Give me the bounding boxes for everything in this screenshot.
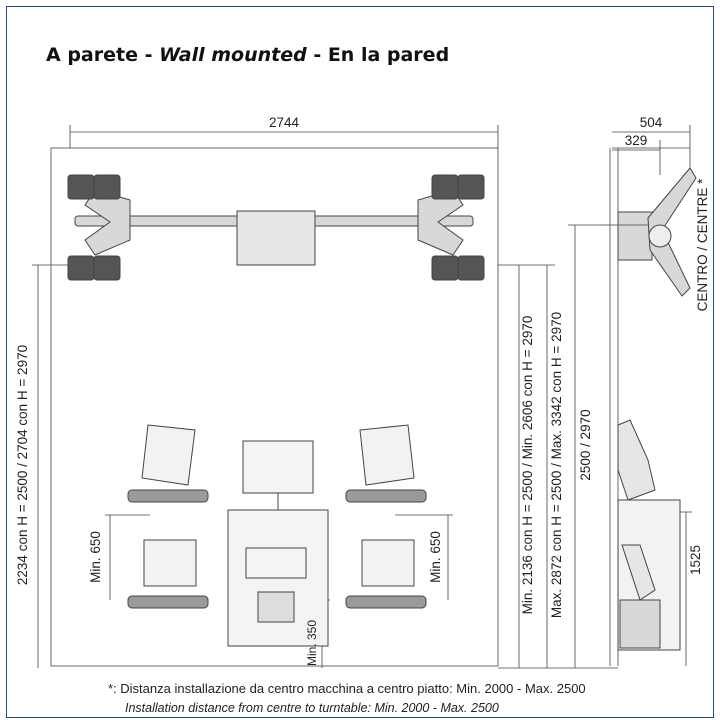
dim-min350: Min. 350: [305, 620, 319, 666]
camera-beam: [67, 174, 485, 281]
title-italian: A parete -: [46, 44, 160, 66]
dim-middle-min: Min. 2136 con H = 2500 / Min. 2606 con H…: [520, 316, 535, 615]
side-camera-head: [600, 167, 697, 297]
centre-label: CENTRO / CENTRE *: [695, 178, 710, 312]
footnote-english: Installation distance from centre to tur…: [125, 701, 499, 715]
dim-total-height: 2500 / 2970: [578, 409, 593, 480]
side-console: [617, 419, 681, 651]
wheel-targets: [127, 424, 427, 609]
dim-middle-max: Max. 2872 con H = 2500 / Max. 3342 con H…: [549, 312, 564, 618]
dim-min650-right: Min. 650: [428, 531, 443, 583]
title-english: Wall mounted: [159, 44, 307, 66]
room-outline-front: [50, 147, 499, 667]
title-spanish: - En la pared: [306, 44, 450, 66]
page-title: A parete - Wall mounted - En la pared: [46, 44, 449, 66]
console-cabinet: [227, 440, 329, 647]
dim-min650-left: Min. 650: [88, 531, 103, 583]
dim-504: 504: [640, 115, 663, 130]
dim-left-height: 2234 con H = 2500 / 2704 con H = 2970: [15, 345, 30, 585]
dim-1525: 1525: [688, 545, 703, 575]
dim-2744: 2744: [269, 115, 300, 130]
dim-329: 329: [625, 133, 648, 148]
footnote-italian: *: Distanza installazione da centro macc…: [108, 681, 586, 696]
